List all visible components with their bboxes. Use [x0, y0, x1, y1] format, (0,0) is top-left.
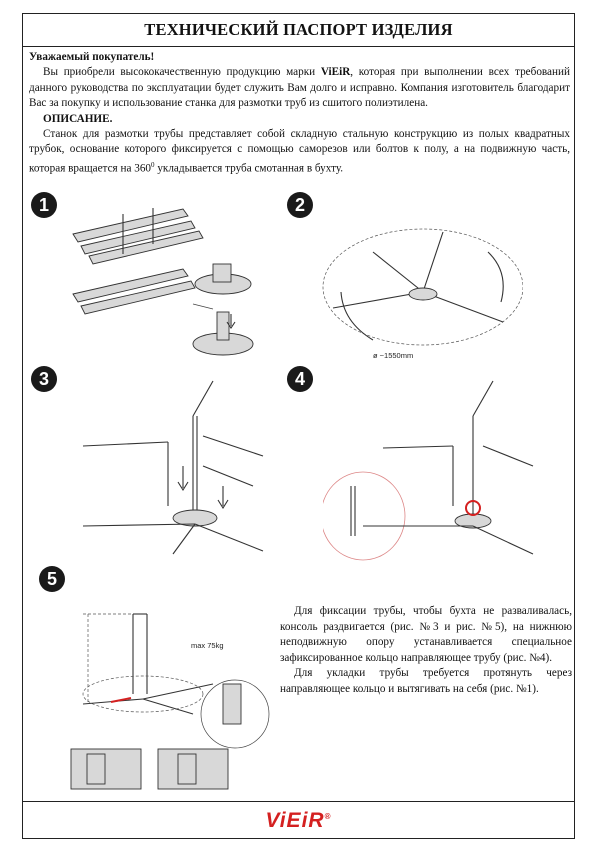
step-badge-4: 4	[287, 366, 313, 392]
brand-logo: ViEiR®	[266, 809, 332, 833]
greeting: Уважаемый покупатель!	[29, 51, 155, 63]
brand-inline: ViEiR	[320, 66, 351, 79]
instruction-paragraph-2: Для укладки трубы требуется протянуть че…	[280, 667, 572, 695]
diameter-label: ø ~1550mm	[373, 351, 413, 360]
step-badge-5: 5	[39, 566, 65, 592]
step-badge-2: 2	[287, 192, 313, 218]
page-title: ТЕХНИЧЕСКИЙ ПАСПОРТ ИЗДЕЛИЯ	[144, 20, 453, 39]
instruction-paragraph-1: Для фиксации трубы, чтобы бухта не разва…	[280, 605, 572, 664]
intro-text-2: , которая при выполнении всех требований…	[29, 66, 570, 110]
figure-4-guide-ring	[323, 380, 534, 561]
passport-frame: ТЕХНИЧЕСКИЙ ПАСПОРТ ИЗДЕЛИЯ Уважаемый по…	[22, 13, 575, 839]
figure-5-dimensions: max 75kg	[70, 613, 270, 790]
step-badge-1: 1	[31, 192, 57, 218]
intro-text-1: Вы приобрели высококачественную продукци…	[43, 66, 321, 79]
intro-block: Уважаемый покупатель! Вы приобрели высок…	[29, 50, 570, 177]
description-paragraph: Станок для размотки трубы представляет с…	[29, 127, 570, 177]
footer: ViEiR®	[23, 801, 574, 840]
degree-sup: 0	[151, 160, 155, 169]
instructions-block: Для фиксации трубы, чтобы бухта не разва…	[280, 604, 572, 698]
figure-1-folded-stand	[72, 208, 254, 356]
section-heading: ОПИСАНИЕ.	[43, 112, 113, 125]
step-badge-3: 3	[31, 366, 57, 392]
figure-3-assembly	[82, 380, 264, 555]
brand-logo-text: ViEiR	[265, 809, 325, 832]
load-label: max 75kg	[191, 641, 224, 650]
description-text-1: Станок для размотки трубы представляет с…	[29, 128, 570, 175]
figure-2-rotation-diagram: ø ~1550mm	[322, 228, 523, 360]
description-text-2: укладывается труба смотанная в бухту.	[154, 162, 344, 175]
intro-paragraph: Вы приобрели высококачественную продукци…	[29, 65, 570, 111]
title-bar: ТЕХНИЧЕСКИЙ ПАСПОРТ ИЗДЕЛИЯ	[23, 14, 574, 47]
registered-mark: ®	[324, 812, 332, 821]
